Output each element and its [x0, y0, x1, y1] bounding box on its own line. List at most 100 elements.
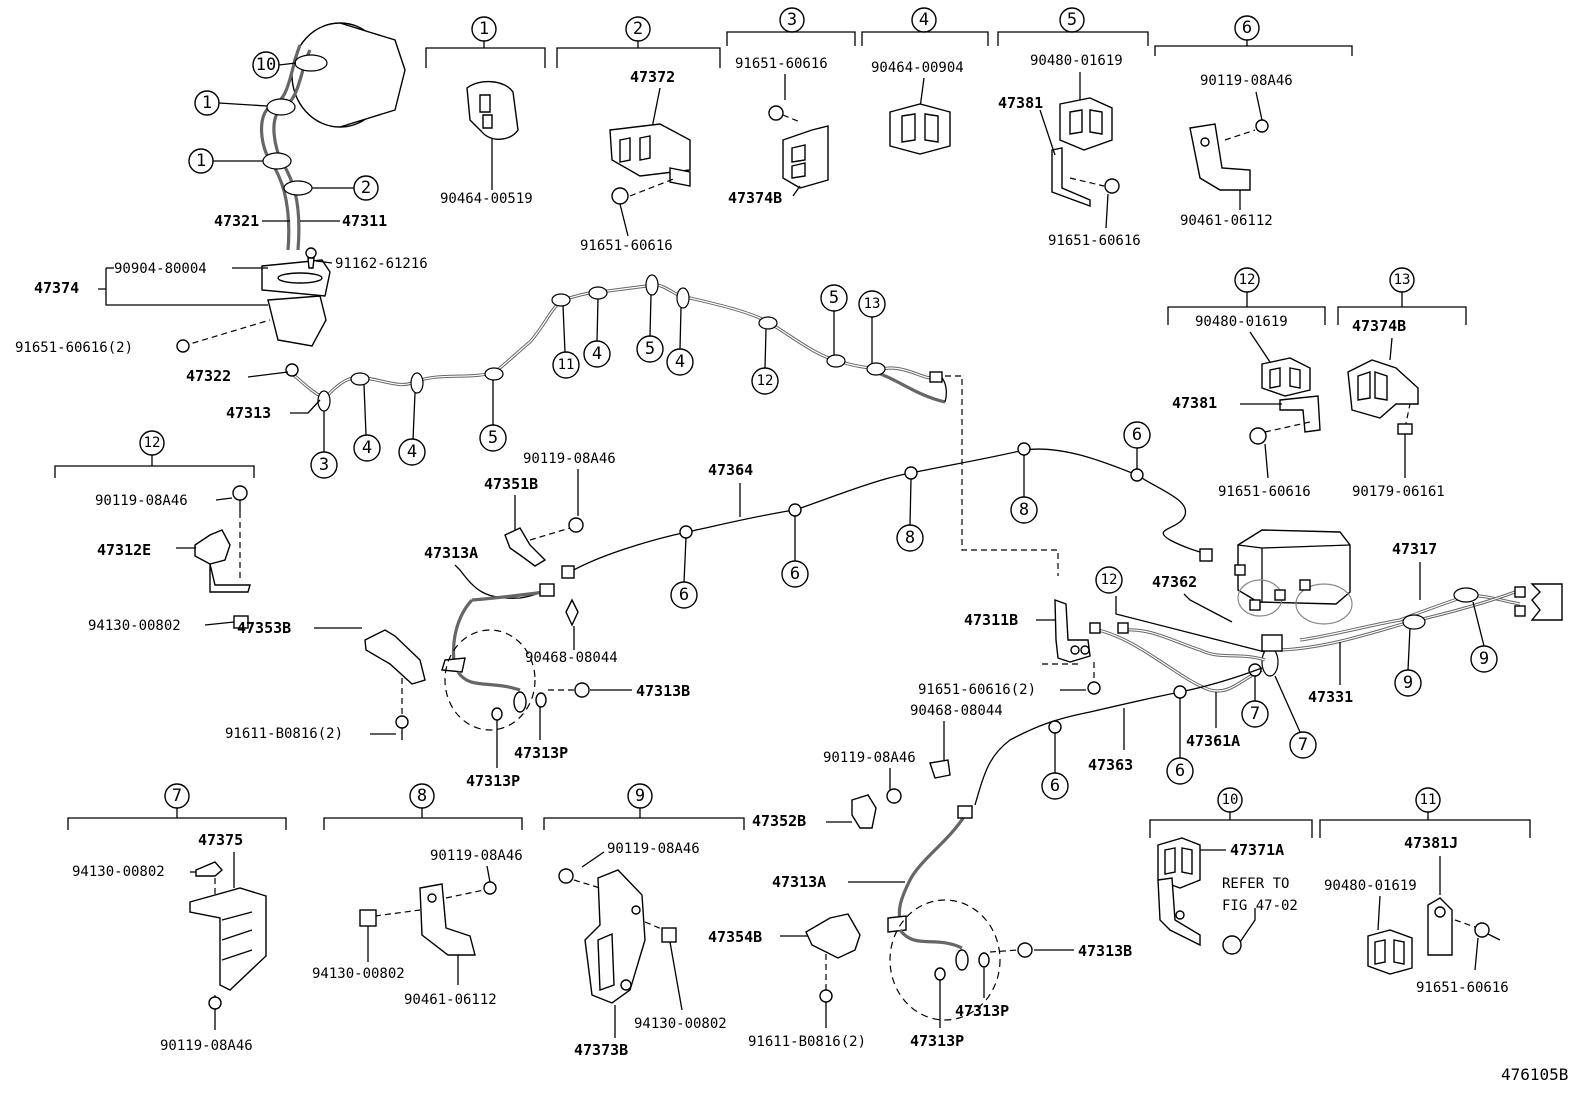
- brake-tube-47363: [974, 667, 1263, 806]
- label-94130-00802-g12a: 94130-00802: [88, 618, 181, 634]
- label-90119-08A46-g9: 90119-08A46: [607, 841, 700, 857]
- label-91162-61216: 91162-61216: [335, 256, 428, 272]
- label-94130-00802-g9: 94130-00802: [634, 1016, 727, 1032]
- bracket-47311B: [1042, 598, 1101, 695]
- label-47361A: 47361A: [1186, 732, 1240, 750]
- group-10-header: 10: [1149, 787, 1313, 838]
- clip-47375: [189, 852, 267, 1030]
- clip-90468-08044-b: [929, 759, 951, 779]
- group-7-header: 7: [67, 783, 287, 830]
- bracket-90461-06112-g8: [359, 865, 497, 985]
- label-47362: 47362: [1152, 573, 1197, 591]
- svg-text:5: 5: [1067, 10, 1077, 30]
- brake-tube-upper: [285, 274, 947, 412]
- label-47313P-b2: 47313P: [910, 1032, 964, 1050]
- callout-9-right-b: 9: [1470, 601, 1498, 673]
- label-47313B-a: 47313B: [636, 682, 690, 700]
- svg-text:6: 6: [1242, 18, 1252, 38]
- clip-47374B-g3: [768, 74, 829, 189]
- label-90119-08A46-g7: 90119-08A46: [160, 1038, 253, 1054]
- label-90119-08A46-mid: 90119-08A46: [523, 451, 616, 467]
- svg-text:6: 6: [1175, 761, 1185, 781]
- label-47364: 47364: [708, 461, 753, 479]
- label-91651-60616-2-a: 91651-60616(2): [15, 340, 133, 356]
- label-91651-60616-g11: 91651-60616: [1416, 980, 1509, 996]
- label-90119-08A46-g12a: 90119-08A46: [95, 493, 188, 509]
- label-90119-08A46-g6: 90119-08A46: [1200, 73, 1293, 89]
- bracket-47352B: [851, 794, 877, 829]
- svg-text:6: 6: [1050, 776, 1060, 796]
- svg-text:1: 1: [479, 19, 489, 39]
- svg-text:6: 6: [679, 585, 689, 605]
- bracket-47354B: [780, 913, 861, 1028]
- brake-lines-rear-right: [1261, 583, 1563, 677]
- svg-text:13: 13: [1394, 272, 1411, 288]
- label-91651-60616-g3: 91651-60616: [735, 56, 828, 72]
- svg-text:4: 4: [592, 344, 602, 364]
- note-refer-to: REFER TO: [1222, 876, 1289, 892]
- label-47352B: 47352B: [752, 812, 806, 830]
- clip-90464-00904: [889, 77, 951, 155]
- svg-text:12: 12: [1239, 272, 1256, 288]
- svg-text:4: 4: [919, 10, 929, 30]
- label-91611-B0816-2-a: 91611-B0816(2): [225, 726, 343, 742]
- note-fig-47-02: FIG 47-02: [1222, 898, 1298, 914]
- group-3-header: 3: [726, 7, 856, 46]
- label-47317: 47317: [1392, 540, 1437, 558]
- component-47312E: [176, 485, 251, 629]
- label-91651-60616-2-b: 91651-60616(2): [918, 682, 1036, 698]
- label-90480-01619-g5: 90480-01619: [1030, 53, 1123, 69]
- svg-text:5: 5: [829, 288, 839, 308]
- group-4-header: 4: [861, 7, 989, 46]
- svg-text:9: 9: [1403, 673, 1413, 693]
- svg-text:9: 9: [635, 786, 645, 806]
- label-90480-01619-g12b: 90480-01619: [1195, 314, 1288, 330]
- label-47373B: 47373B: [574, 1041, 628, 1059]
- label-47371A: 47371A: [1230, 841, 1284, 859]
- svg-text:8: 8: [905, 528, 915, 548]
- clip-90464-00519: [466, 81, 519, 190]
- label-47321: 47321: [214, 212, 259, 230]
- label-47313A: 47313A: [424, 544, 478, 562]
- flex-hose-47313A-b: [887, 805, 1033, 1021]
- label-91651-60616-g2: 91651-60616: [580, 238, 673, 254]
- label-47381-g12b: 47381: [1172, 394, 1217, 412]
- callout-3-pipe: 3: [310, 411, 338, 479]
- label-94130-00802-g8: 94130-00802: [312, 966, 405, 982]
- callout-5-pipe-a: 5: [479, 380, 507, 452]
- svg-text:3: 3: [787, 10, 797, 30]
- label-47354B: 47354B: [708, 928, 762, 946]
- svg-text:8: 8: [417, 786, 427, 806]
- group-2-header: 2: [556, 16, 721, 68]
- flex-hose-47313A: [441, 564, 590, 731]
- label-47375: 47375: [198, 831, 243, 849]
- label-90179-06161: 90179-06161: [1352, 484, 1445, 500]
- svg-text:11: 11: [558, 357, 575, 373]
- svg-text:6: 6: [1132, 425, 1142, 445]
- callout-4-pipe-b: 4: [398, 392, 426, 466]
- bracket-47373B: [558, 851, 683, 1038]
- label-47381-g5: 47381: [998, 94, 1043, 112]
- group-9-header: 9: [543, 783, 745, 830]
- clip-47372: [609, 87, 691, 237]
- label-47313P-a2: 47313P: [466, 772, 520, 790]
- svg-text:11: 11: [1420, 792, 1437, 808]
- label-90904-80004: 90904-80004: [114, 261, 207, 277]
- label-47322: 47322: [186, 367, 231, 385]
- svg-text:5: 5: [645, 339, 655, 359]
- group-8-header: 8: [323, 783, 523, 830]
- callout-9-right-a: 9: [1394, 627, 1422, 697]
- callout-6-mid-c: 6: [1123, 421, 1151, 469]
- callout-13-pipe: 13: [858, 290, 886, 363]
- group-12b-header: 12: [1167, 267, 1326, 325]
- label-91611-B0816-2-b: 91611-B0816(2): [748, 1034, 866, 1050]
- callout-8-mid-b: 8: [1010, 455, 1038, 524]
- callout-8-mid-a: 8: [896, 478, 924, 552]
- callout-4-pipe-d: 4: [666, 307, 694, 376]
- label-47313P-b1: 47313P: [955, 1002, 1009, 1020]
- group-6-header: 6: [1154, 15, 1353, 56]
- callout-12-pipe: 12: [751, 328, 779, 395]
- label-90119-08A46-g8: 90119-08A46: [430, 848, 523, 864]
- label-47374B-g13: 47374B: [1352, 317, 1406, 335]
